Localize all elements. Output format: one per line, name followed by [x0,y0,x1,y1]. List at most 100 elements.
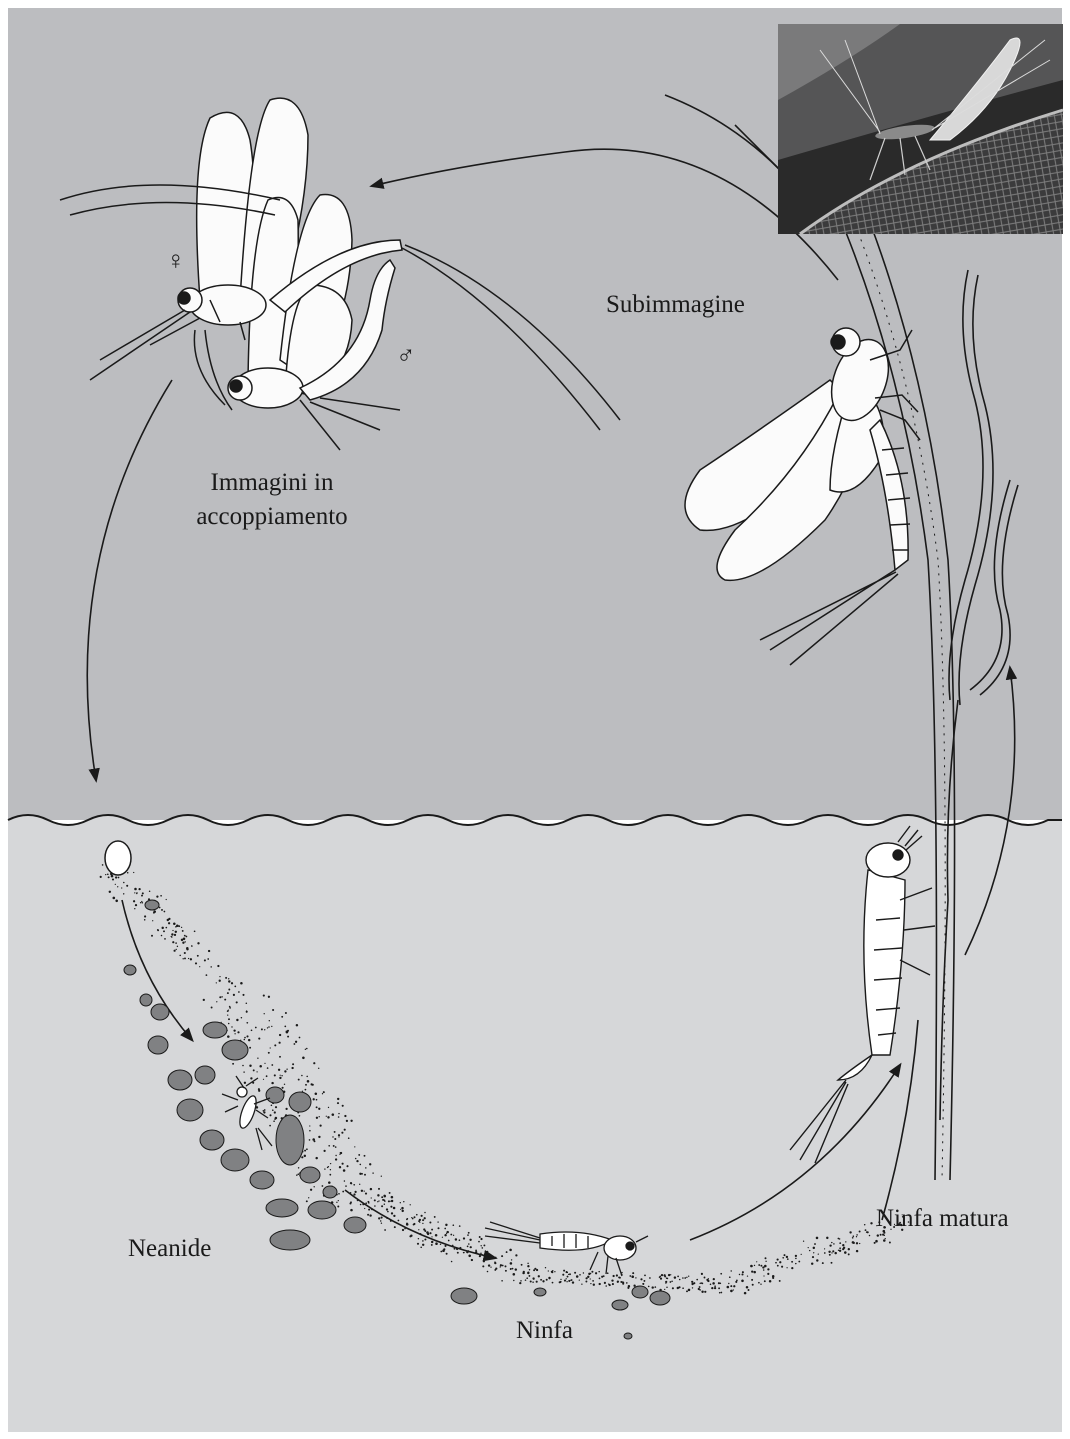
sediment-dot [365,1202,367,1204]
sediment-dot [164,911,166,913]
sediment-dot [426,1231,429,1234]
sediment-dot [374,1205,376,1207]
sediment-dot [784,1254,786,1256]
sediment-dot [643,1280,645,1282]
sediment-dot [282,1087,284,1089]
sediment-dot [831,1262,833,1264]
sediment-dot [342,1191,344,1193]
sediment-dot [479,1255,481,1257]
sediment-dot [133,872,134,873]
sediment-dot [109,891,111,893]
sediment-dot [185,941,186,942]
sediment-dot [126,885,128,887]
sediment-dot [221,996,222,997]
sediment-dot [741,1273,743,1275]
sediment-dot [123,893,124,894]
sediment-dot [163,930,165,932]
sediment-dot [824,1252,826,1254]
sediment-dot [377,1201,378,1202]
sediment-dot [721,1292,723,1294]
sediment-dot [818,1253,819,1254]
sediment-dot [263,1110,265,1112]
sediment-dot [834,1252,836,1254]
sediment-dot [463,1252,464,1253]
sediment-dot [509,1249,512,1252]
sediment-dot [274,1074,276,1076]
sediment-dot [308,1197,309,1198]
sediment-dot [620,1281,621,1282]
sediment-dot [421,1215,423,1217]
sediment-dot [334,1131,336,1133]
sediment-dot [338,1136,339,1137]
sediment-dot [267,1067,269,1069]
sediment-dot [100,876,102,878]
sediment-dot [361,1190,363,1192]
sediment-dot [864,1224,865,1225]
sediment-dot [446,1253,448,1255]
sediment-dot [741,1280,744,1283]
sediment-dot [468,1255,471,1258]
sediment-dot [384,1204,385,1205]
sediment-dot [244,1037,246,1039]
sediment-dot [767,1268,769,1270]
sediment-dot [350,1201,352,1203]
sediment-dot [424,1212,426,1214]
sediment-dot [386,1217,388,1219]
sediment-dot [345,1185,347,1187]
sediment-dot [400,1202,401,1203]
sediment-dot [244,1039,246,1041]
sediment-dot [599,1278,601,1280]
label-subimago: Subimmagine [606,290,745,320]
sediment-dot [123,882,125,884]
sediment-dot [339,1166,341,1168]
sediment-dot [378,1200,379,1201]
sediment-dot [233,1029,235,1031]
sediment-dot [682,1287,684,1289]
sediment-dot [418,1238,419,1239]
sediment-dot [511,1259,512,1260]
sediment-dot [231,1026,232,1027]
sediment-dot [328,1181,331,1184]
sediment-dot [661,1274,663,1276]
sediment-dot [171,936,173,938]
sediment-dot [760,1265,762,1267]
sediment-dot [329,1174,331,1176]
sediment-dot [598,1271,600,1273]
sediment-dot [457,1252,459,1254]
sediment-dot [144,919,146,921]
sediment-dot [678,1286,680,1288]
sediment-dot [228,980,230,982]
sediment-dot [443,1248,445,1250]
sediment-dot [337,1098,339,1100]
sediment-dot [259,1065,262,1068]
sediment-dot [342,1105,344,1107]
sediment-dot [631,1275,634,1278]
sediment-dot [242,994,244,996]
sediment-dot [712,1282,715,1285]
sediment-dot [181,939,183,941]
sediment-dot [315,1092,318,1095]
sediment-dot [665,1282,666,1283]
sediment-dot [612,1275,614,1277]
sediment-dot [287,1030,289,1032]
sediment-dot [182,930,184,932]
sediment-dot [629,1275,631,1277]
sediment-dot [660,1278,662,1280]
sediment-dot [470,1246,472,1248]
sediment-dot [417,1243,419,1245]
label-imago-line1: Immagini in [172,468,372,498]
sediment-dot [853,1235,855,1237]
sediment-dot [297,1173,299,1175]
sediment-dot [526,1277,528,1279]
sediment-dot [269,1020,270,1021]
sediment-dot [381,1196,383,1198]
sediment-dot [699,1286,701,1288]
sediment-dot [515,1254,517,1256]
sediment-dot [839,1250,841,1252]
sediment-dot [246,1010,247,1011]
sediment-dot [563,1270,565,1272]
sediment-dot [391,1200,393,1202]
sediment-dot [468,1243,470,1245]
sediment-dot [313,1062,315,1064]
sediment-dot [445,1224,447,1226]
